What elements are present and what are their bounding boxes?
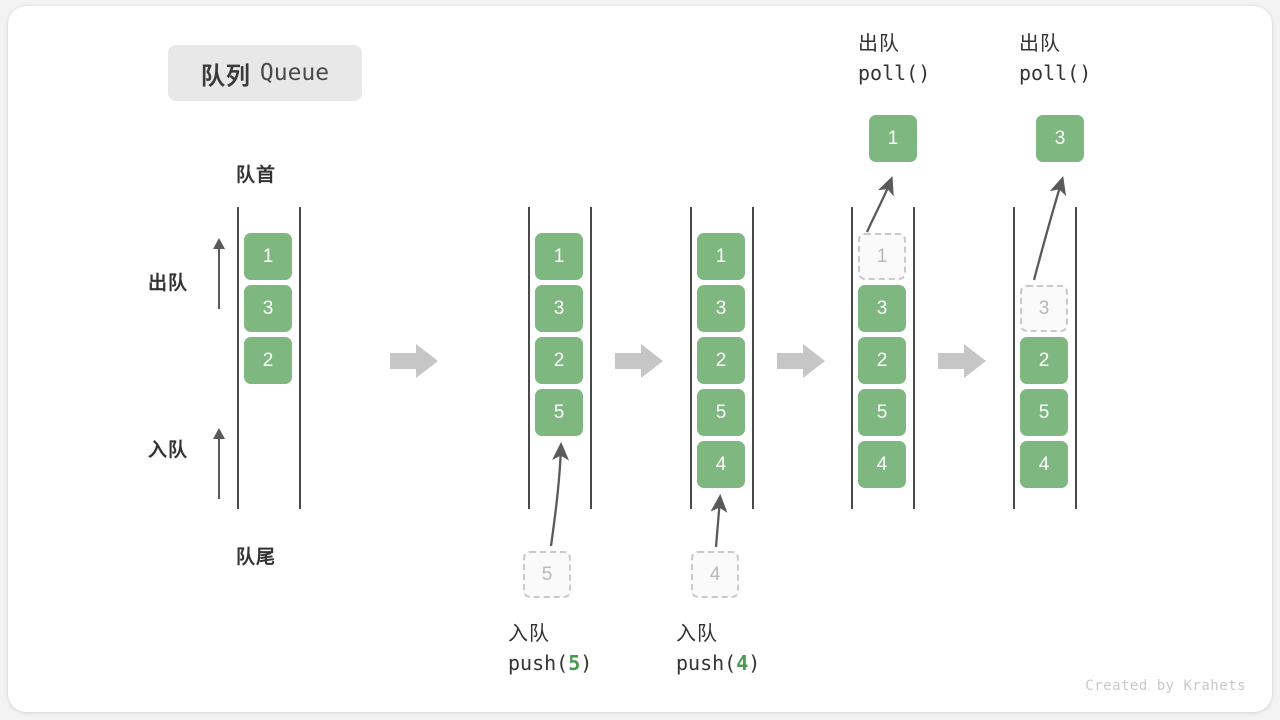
queue-rail-right <box>752 207 754 509</box>
watermark: Created by Krahets <box>1085 678 1246 694</box>
queue-rail-right <box>590 207 592 509</box>
step-arrow-icon <box>938 344 986 378</box>
queue-cell: 2 <box>858 337 906 384</box>
queue-cell: 5 <box>697 389 745 436</box>
operation-caption-push-5: 入队 push(5) <box>508 620 592 678</box>
operation-caption-poll-3: 出队 poll() <box>1019 30 1091 88</box>
operation-label-cn: 入队 <box>676 623 718 645</box>
queue-cell: 5 <box>858 389 906 436</box>
title-english: Queue <box>259 60 330 86</box>
queue-rail-left <box>528 207 530 509</box>
step-arrow-icon <box>777 344 825 378</box>
queue-rail-left <box>1013 207 1015 509</box>
incoming-element-placeholder: 4 <box>691 551 739 598</box>
operation-label-fn: push(4) <box>676 651 761 675</box>
queue-column-after-push-5: 1 3 2 5 <box>528 0 648 720</box>
queue-cell: 3 <box>697 285 745 332</box>
queue-cell: 5 <box>535 389 583 436</box>
dequeue-direction-label: 出队 <box>148 273 189 294</box>
queue-rail-left <box>237 207 239 509</box>
operation-caption-push-4: 入队 push(4) <box>676 620 760 678</box>
queue-cell: 4 <box>1020 441 1068 488</box>
title-chinese: 队列 <box>200 62 251 90</box>
queue-column-initial: 1 3 2 <box>237 0 357 720</box>
operation-label-cn: 出队 <box>1019 33 1061 55</box>
title-badge: 队列 Queue <box>168 45 362 101</box>
outgoing-element: 1 <box>869 115 917 162</box>
operation-label-fn: poll() <box>858 61 931 85</box>
queue-cell: 4 <box>697 441 745 488</box>
queue-rail-right <box>299 207 301 509</box>
incoming-element-placeholder: 5 <box>523 551 571 598</box>
queue-cell: 2 <box>697 337 745 384</box>
queue-cell: 2 <box>535 337 583 384</box>
queue-cell: 1 <box>535 233 583 280</box>
operation-label-fn: push(5) <box>508 651 593 675</box>
queue-cell-vacated: 1 <box>858 233 906 280</box>
operation-label-fn: poll() <box>1019 61 1092 85</box>
queue-cell: 3 <box>244 285 292 332</box>
queue-column-after-push-4: 1 3 2 5 4 <box>690 0 810 720</box>
queue-head-label: 队首 <box>236 165 277 186</box>
queue-cell: 1 <box>244 233 292 280</box>
queue-column-after-poll-1: 1 3 2 5 4 <box>851 0 971 720</box>
queue-rail-right <box>913 207 915 509</box>
step-arrow-icon <box>615 344 663 378</box>
queue-cell-vacated: 3 <box>1020 285 1068 332</box>
queue-cell: 2 <box>1020 337 1068 384</box>
queue-cell: 2 <box>244 337 292 384</box>
enqueue-direction-label: 入队 <box>148 440 189 461</box>
outgoing-element: 3 <box>1036 115 1084 162</box>
operation-label-cn: 出队 <box>858 33 900 55</box>
queue-cell: 4 <box>858 441 906 488</box>
queue-cell: 3 <box>535 285 583 332</box>
queue-cell: 5 <box>1020 389 1068 436</box>
queue-rail-left <box>690 207 692 509</box>
queue-cell: 1 <box>697 233 745 280</box>
queue-rail-left <box>851 207 853 509</box>
operation-label-cn: 入队 <box>508 623 550 645</box>
operation-caption-poll-1: 出队 poll() <box>858 30 930 88</box>
step-arrow-icon <box>390 344 438 378</box>
queue-tail-label: 队尾 <box>236 547 277 568</box>
queue-column-after-poll-3: 3 2 5 4 <box>1013 0 1133 720</box>
queue-cell: 3 <box>858 285 906 332</box>
queue-rail-right <box>1075 207 1077 509</box>
